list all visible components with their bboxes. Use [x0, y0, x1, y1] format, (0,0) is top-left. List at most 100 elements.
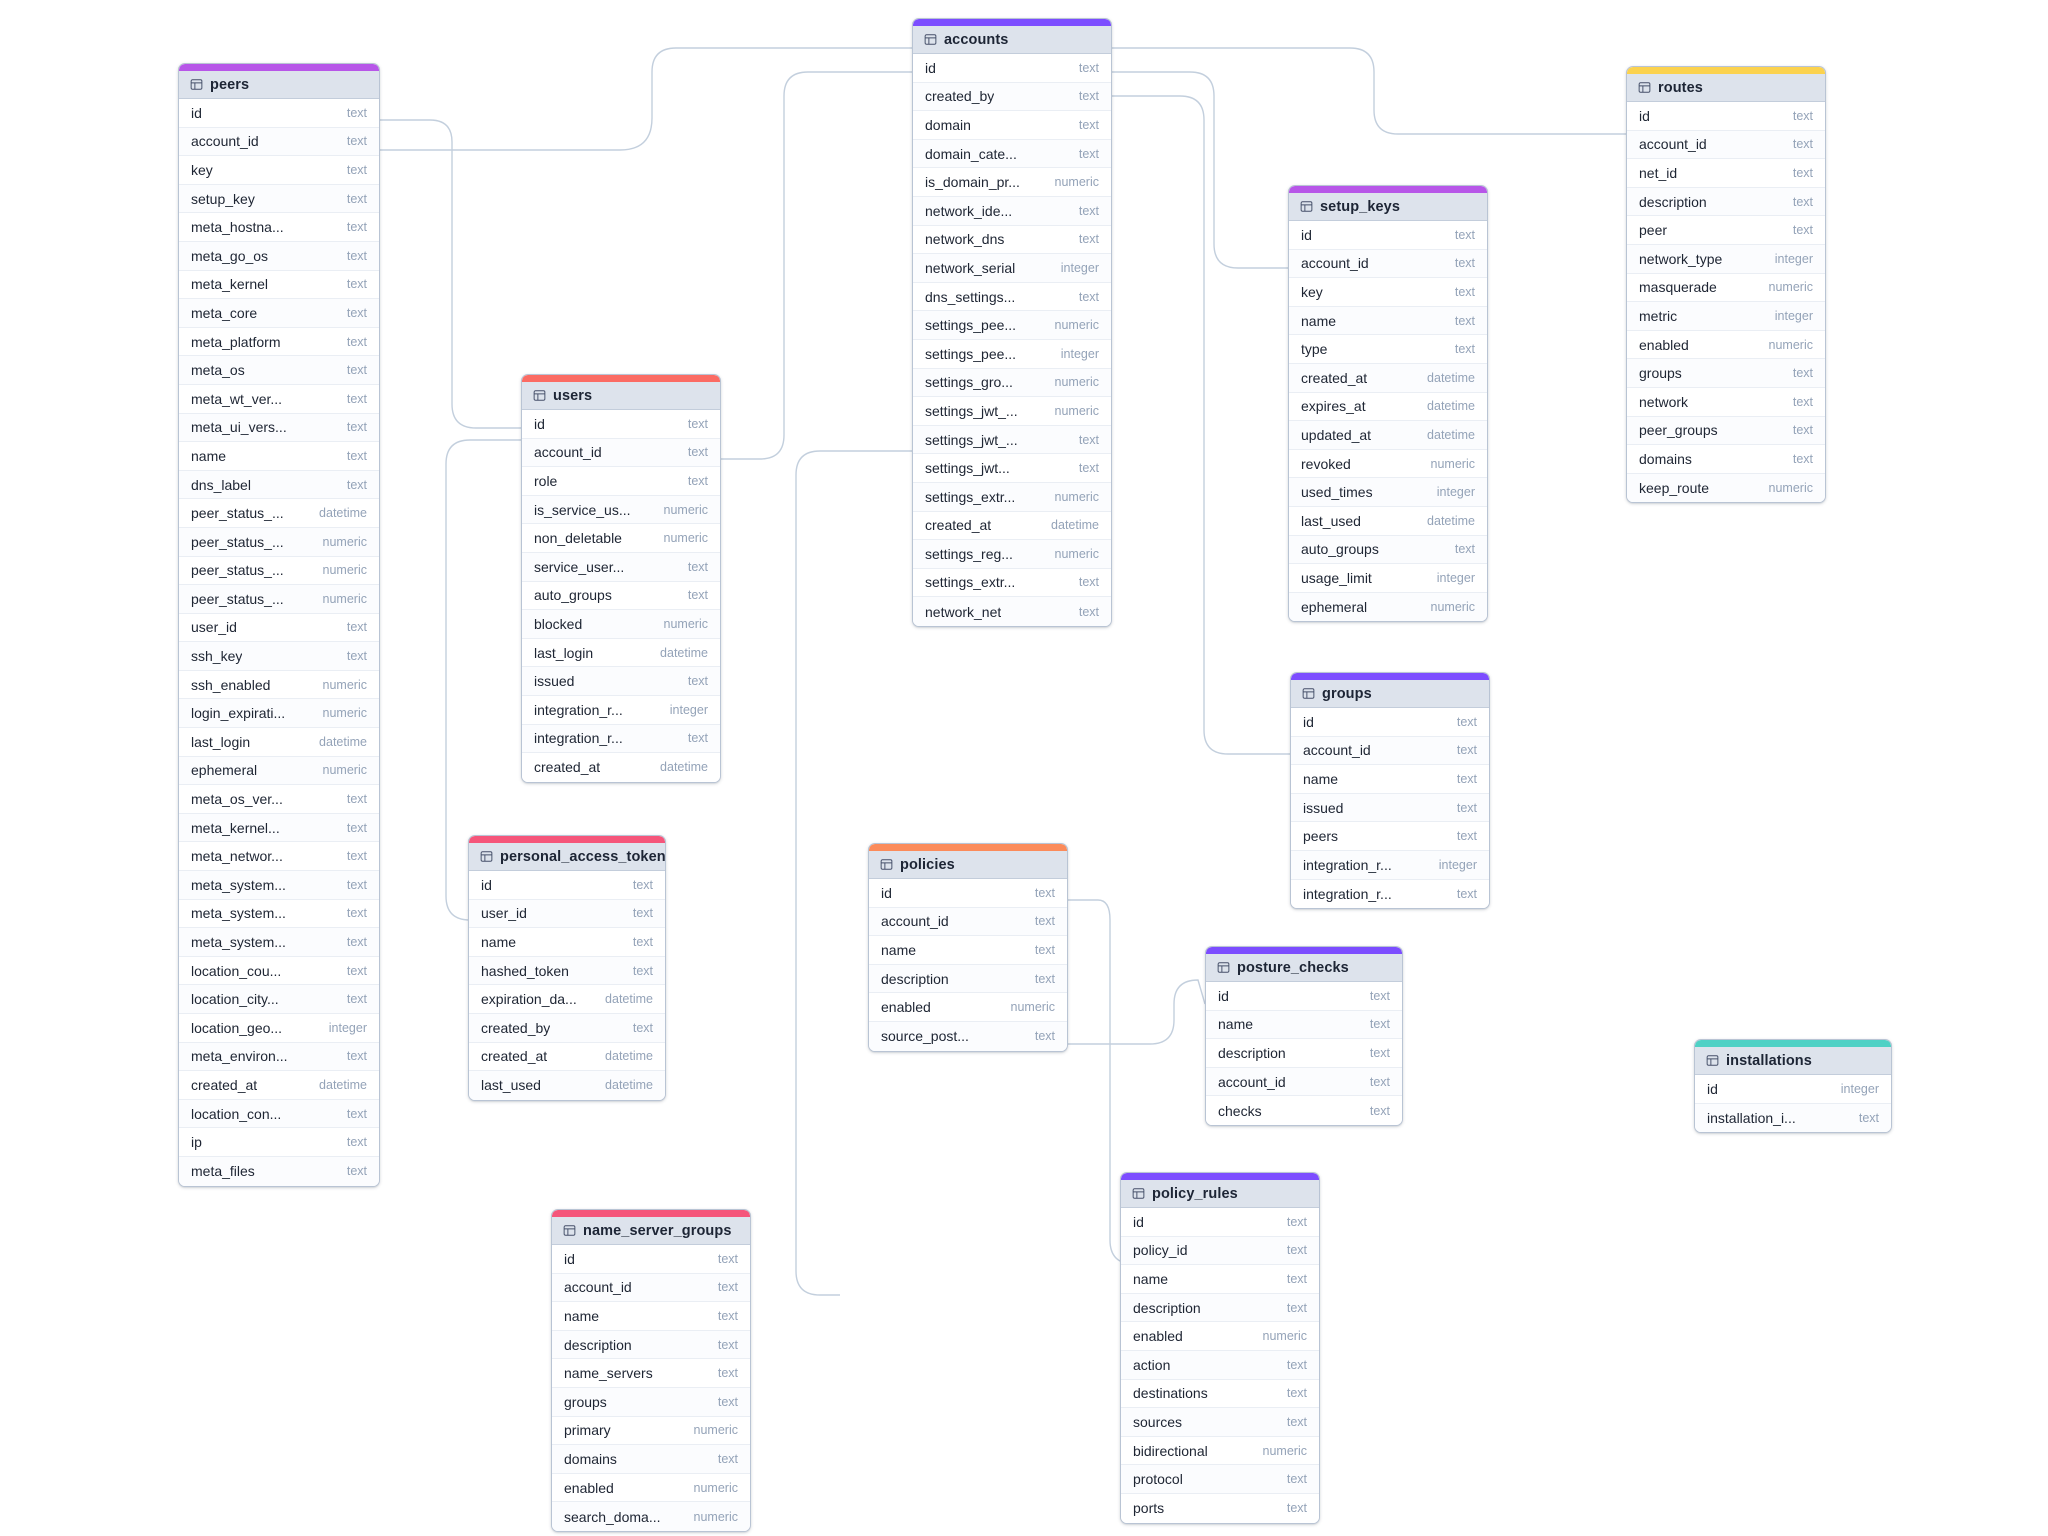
- column-row[interactable]: meta_system...text: [179, 928, 379, 957]
- column-row[interactable]: is_domain_pr...numeric: [913, 168, 1111, 197]
- column-row[interactable]: integration_r...integer: [522, 695, 720, 725]
- column-row[interactable]: source_post...text: [869, 1021, 1067, 1051]
- table-header[interactable]: routes: [1627, 74, 1825, 102]
- column-row[interactable]: meta_system...text: [179, 899, 379, 929]
- column-row[interactable]: meta_networ...text: [179, 842, 379, 872]
- column-row[interactable]: expiration_da...datetime: [469, 985, 665, 1014]
- column-row[interactable]: domain_cate...text: [913, 139, 1111, 169]
- column-row[interactable]: location_cou...text: [179, 956, 379, 986]
- column-row[interactable]: login_expirati...numeric: [179, 699, 379, 729]
- table-header[interactable]: installations: [1695, 1047, 1891, 1075]
- column-row[interactable]: meta_environ...text: [179, 1042, 379, 1072]
- table-header[interactable]: accounts: [913, 26, 1111, 54]
- table-header[interactable]: posture_checks: [1206, 954, 1402, 982]
- column-row[interactable]: meta_ui_vers...text: [179, 413, 379, 443]
- table-header[interactable]: policies: [869, 851, 1067, 879]
- table-header[interactable]: peers: [179, 71, 379, 99]
- column-row[interactable]: integration_r...text: [1291, 879, 1489, 909]
- column-row[interactable]: settings_extr...numeric: [913, 482, 1111, 512]
- column-row[interactable]: location_con...text: [179, 1099, 379, 1129]
- column-row[interactable]: installation_i...text: [1695, 1103, 1891, 1133]
- table-header[interactable]: policy_rules: [1121, 1180, 1319, 1208]
- column-row[interactable]: settings_jwt_...text: [913, 425, 1111, 455]
- column-row[interactable]: meta_os_ver...text: [179, 785, 379, 814]
- column-row[interactable]: dns_settings...text: [913, 282, 1111, 312]
- table-header[interactable]: groups: [1291, 680, 1489, 708]
- table-header[interactable]: name_server_groups: [552, 1217, 750, 1245]
- column-row[interactable]: settings_reg...numeric: [913, 540, 1111, 569]
